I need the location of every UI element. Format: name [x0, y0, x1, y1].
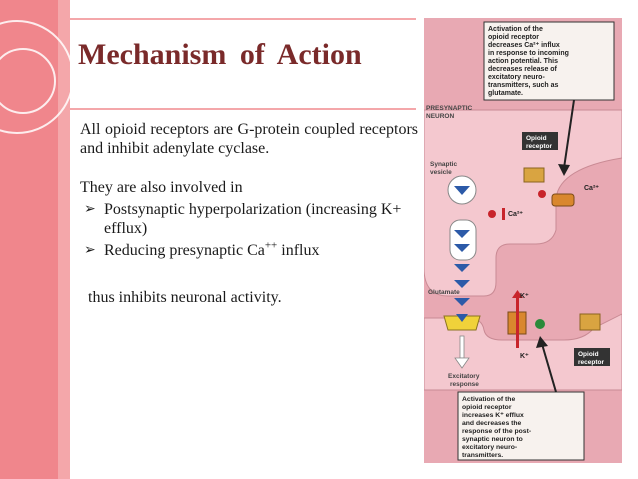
top-callout-arrowhead: [558, 164, 570, 176]
bullet-arrow-icon: ➢: [84, 202, 96, 217]
bottom-callout-line: response of the post-: [462, 428, 531, 435]
opioid-receptor-bottom-label: receptor: [578, 359, 604, 366]
opioid-mechanism-figure: Activation of the opioid receptor decrea…: [424, 18, 622, 463]
bottom-callout-line: and decreases the: [462, 420, 522, 427]
excitatory-arrow: [459, 335, 465, 359]
top-callout-line: glutamate.: [488, 90, 523, 97]
title-rule-top: [70, 18, 416, 20]
top-callout-box: [483, 21, 615, 101]
top-callout-line: excitatory neuro-: [488, 74, 545, 81]
k-label-bottom: K⁺: [520, 353, 529, 360]
excitatory-arrowhead: [454, 357, 470, 369]
glutamate-marker: [454, 186, 470, 195]
presynaptic-label: NEURON: [426, 113, 454, 120]
bottom-callout-line: Activation of the: [462, 396, 515, 403]
bullet-text: Postsynaptic hyperpolarization (increasi…: [104, 201, 402, 237]
opioid-receptor-top-label: Opioid: [526, 135, 547, 142]
bullet-suffix: influx: [277, 242, 320, 259]
glutamate-marker: [454, 264, 470, 272]
excitatory-response-label: Excitatory: [448, 373, 480, 380]
vesicle-fusion-shape: [449, 219, 477, 261]
ca-influx-arrow: [502, 208, 505, 220]
bottom-callout-pointer-arrow: [541, 343, 557, 393]
top-callout-line: in response to incoming: [488, 50, 569, 57]
glutamate-marker: [454, 230, 470, 238]
decorative-side-strip: [0, 0, 70, 479]
ca-channel: [551, 193, 575, 207]
stimulate-icon: [535, 319, 545, 329]
bullet-superscript: ++: [264, 239, 278, 252]
bullet-text: Reducing presynaptic Ca: [104, 242, 265, 259]
slide-title: Mechanism of Action: [78, 38, 362, 71]
opioid-receptor-bottom-label: Opioid: [578, 351, 599, 358]
bottom-callout-line: opioid receptor: [462, 404, 512, 411]
opioid-receptor-top-tag: [522, 132, 558, 150]
glutamate-marker: [454, 280, 470, 288]
inhibit-icon: [538, 190, 546, 198]
ca-label-left: Ca²⁺: [508, 211, 523, 218]
slide-body: All opioid receptors are G-protein coupl…: [80, 120, 418, 307]
bottom-callout-box: [457, 391, 585, 461]
excitatory-response-label: response: [450, 381, 479, 388]
bullet-item-calcium: ➢ Reducing presynaptic Ca++ influx: [80, 239, 418, 260]
top-callout-line: transmitters, such as: [488, 82, 559, 89]
k-efflux-arrow: [516, 296, 519, 348]
ca-label-right: Ca²⁺: [584, 185, 599, 192]
glutamate-receptor: [443, 315, 481, 331]
top-callout-line: opioid receptor: [488, 34, 539, 41]
paragraph-involved: They are also involved in: [80, 179, 243, 196]
bottom-callout-line: transmitters.: [462, 452, 503, 459]
opioid-receptor-bottom: [579, 313, 601, 331]
glutamate-bound: [456, 314, 468, 322]
synaptic-vesicle-label: Synaptic: [430, 161, 457, 168]
top-callout-line: Activation of the: [488, 26, 543, 33]
top-callout-line: decreases release of: [488, 66, 558, 73]
glutamate-marker: [454, 244, 470, 252]
bottom-callout-line: excitatory neuro-: [462, 444, 517, 451]
presynaptic-label: PRESYNAPTIC: [426, 105, 473, 112]
opioid-receptor-top: [523, 167, 545, 183]
bullet-list: ➢ Postsynaptic hyperpolarization (increa…: [80, 200, 418, 260]
bottom-callout-line: synaptic neuron to: [462, 436, 523, 443]
bullet-item-hyperpolarization: ➢ Postsynaptic hyperpolarization (increa…: [80, 200, 418, 238]
side-strip-highlight: [58, 0, 70, 479]
glutamate-marker: [454, 298, 470, 306]
paragraph-receptors: All opioid receptors are G-protein coupl…: [80, 121, 418, 157]
bottom-callout-line: increases K⁺ efflux: [462, 412, 524, 419]
top-callout-pointer-arrow: [563, 99, 575, 169]
bottom-callout-arrowhead: [536, 336, 548, 348]
top-callout-line: action potential. This: [488, 58, 558, 65]
top-callout-line: decreases Ca²⁺ influx: [488, 42, 560, 49]
k-efflux-arrowhead: [512, 290, 523, 298]
title-rule-bottom: [70, 108, 416, 110]
inhibit-icon: [488, 210, 496, 218]
synaptic-vesicle-label: vesicle: [430, 169, 452, 176]
decorative-ring-small: [0, 48, 56, 114]
bullet-arrow-icon: ➢: [84, 243, 96, 258]
glutamate-label: Glutamate: [428, 289, 460, 296]
opioid-receptor-top-label: receptor: [526, 143, 552, 150]
opioid-receptor-bottom-tag: [574, 348, 610, 366]
paragraph-closing: thus inhibits neuronal activity.: [88, 289, 282, 306]
k-label-top: K⁺: [520, 293, 529, 300]
